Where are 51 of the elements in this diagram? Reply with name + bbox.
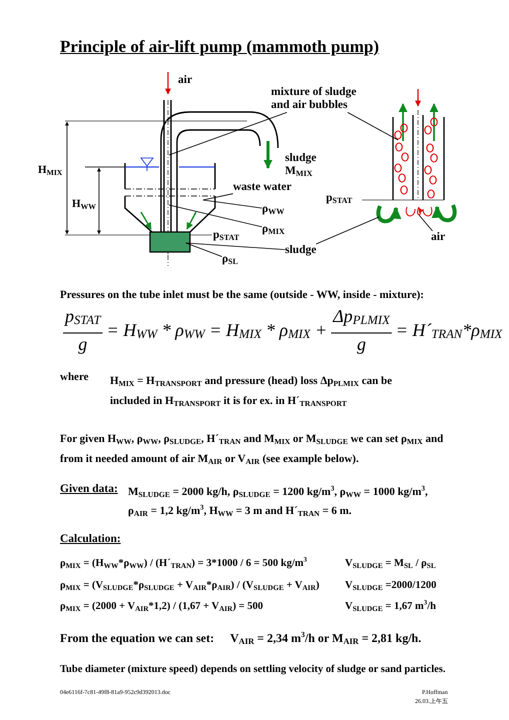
- riser-tube: [392, 110, 445, 201]
- equation: V$_{AIR}$ = 2,34 m$^{3}$/h or M$_{AIR}$ = 2,81 kg/h.: [230, 632, 422, 646]
- leader-line: [202, 200, 262, 208]
- callout-label: ρ$_{MIX}$: [262, 223, 285, 236]
- paragraph: H$_{MIX}$ = H$_{TRANSPORT}$ and pressure (head) loss Δp$_{PLMIX}$ can be included in H$_{TRANSPORT}$ it is for ex. in H´$_{TRANSPORT}$: [110, 374, 393, 410]
- leader-line: [316, 216, 380, 244]
- equation: V$_{SLUDGE}$ = M$_{SL}$ / ρ$_{SL}$: [345, 558, 436, 570]
- pressure-label: p$_{STAT}$: [213, 229, 240, 242]
- flow-label: air: [178, 74, 192, 88]
- callout-label: mixture of sludge and air bubbles: [271, 86, 376, 112]
- formula-term: g: [356, 334, 366, 355]
- sludge-swirl-icon: [376, 205, 400, 224]
- text-line: From the equation we can set:: [60, 632, 214, 646]
- equation: V$_{SLUDGE}$ =2000/1200: [345, 580, 436, 592]
- leader-line: [418, 214, 433, 232]
- dimension-label: H$_{WW}$: [72, 198, 96, 211]
- leader-line: [186, 242, 222, 257]
- flow-label: sludge M$_{MIX}$: [285, 152, 318, 178]
- leader-line: [168, 204, 262, 228]
- text-line: where: [60, 371, 89, 384]
- air-swirl-icon: [406, 206, 432, 216]
- equation: ρ$_{MIX}$ = (V$_{SLUDGE}$*ρ$_{SLUDGE}$ + V$_{AIR}$*ρ$_{AIR}$) / (V$_{SLUDGE}$ + V$_{AIR}$): [60, 580, 320, 592]
- callout-label: sludge: [285, 244, 316, 258]
- callout-label: waste water: [233, 181, 292, 194]
- riser-tube: [160, 99, 178, 254]
- paragraph: For given H$_{WW}$, ρ$_{WW}$, ρ$_{SLUDGE}$, H´$_{TRAN}$ and M$_{MIX}$ or M$_{SLUDGE}$ we can set ρ$_{MIX}$ and from it needed amount of air M$_{AIR}$ or V$_{AIR}$ (see example below).: [60, 432, 444, 468]
- leader-line: [168, 112, 288, 156]
- leader-line: [202, 193, 234, 200]
- formula-term: Δp$_{PLMIX}$: [333, 306, 390, 327]
- callout-label: ρ$_{SL}$: [222, 253, 238, 266]
- section-heading: Given data:: [60, 483, 118, 496]
- title: Principle of air-lift pump (mammoth pump): [60, 37, 380, 57]
- equation: V$_{SLUDGE}$ = 1,67 m$^{3}$/h: [345, 601, 436, 614]
- leader-line: [347, 112, 398, 140]
- leader-line: [186, 242, 286, 250]
- paragraph: M$_{SLUDGE}$ = 2000 kg/h, ρ$_{SLUDGE}$ = 1200 kg/m$^{3}$, ρ$_{WW}$ = 1000 kg/m$^{3}$, ρ$_{AIR}$ = 1,2 kg/m$^{3}$, H$_{WW}$ = 3 m and H´$_{TRAN}$ = 6 m.: [128, 483, 429, 520]
- formula-term: = H´$_{TRAN}$*ρ$_{MIX}$: [396, 320, 502, 341]
- note: Tube diameter (mixture speed) depends on settling velocity of sludge or sand particles.: [60, 664, 446, 676]
- section-heading: Calculation:: [60, 533, 121, 546]
- formula-term: p$_{STAT}$: [65, 306, 101, 327]
- equation: ρ$_{MIX}$ = (2000 + V$_{AIR}$*1,2) / (1,67 + V$_{AIR}$) = 500: [60, 601, 264, 614]
- dimension-label: H$_{MIX}$: [38, 164, 62, 177]
- equation: ρ$_{MIX}$ = (H$_{WW}$*ρ$_{WW}$) / (H´$_{TRAN}$) = 3*1000 / 6 = 500 kg/m$^{3}$: [60, 558, 307, 570]
- callout-label: ρ$_{WW}$: [262, 203, 284, 216]
- pressure-label: p$_{STAT}$: [326, 192, 352, 206]
- section-heading: Pressures on the tube inlet must be the same (outside - WW, inside - mixture):: [60, 289, 424, 302]
- callout-label: air: [431, 231, 446, 244]
- formula-term: = H$_{WW}$ * ρ$_{WW}$ = H$_{MIX}$ * ρ$_{MIX}$ +: [106, 320, 328, 341]
- tank: [124, 162, 216, 233]
- formula-term: g: [78, 334, 88, 355]
- sludge-box: [149, 231, 191, 253]
